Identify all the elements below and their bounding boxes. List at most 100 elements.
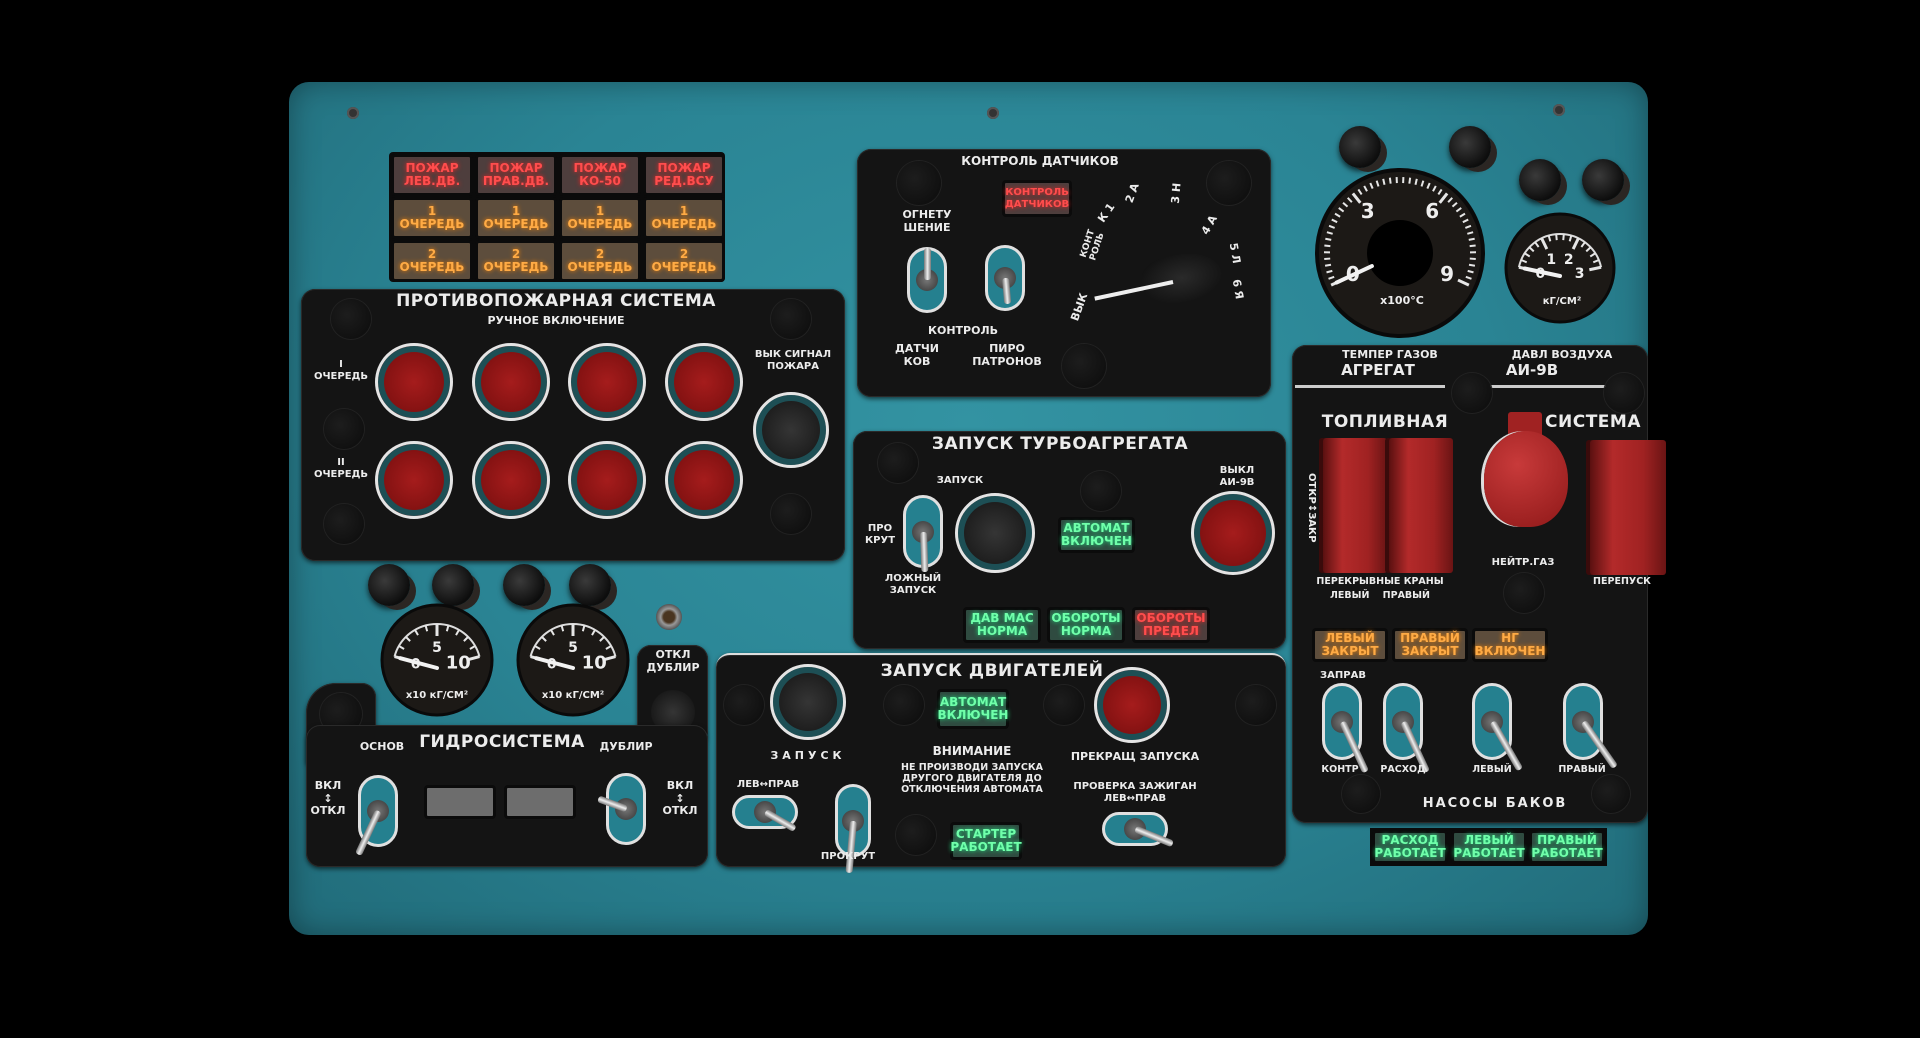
crank-label: ПРО КРУТ <box>864 523 896 546</box>
switch-label-consumption: РАСХОД <box>1380 764 1426 775</box>
apu-mode-toggle[interactable] <box>903 495 943 572</box>
fire-button-queue2-left-engine[interactable] <box>375 441 453 519</box>
gauge-tick <box>1426 182 1431 189</box>
lamp-knob <box>368 564 410 606</box>
right-shutoff-valve-guard[interactable] <box>1389 438 1453 573</box>
gauge-tick <box>1534 241 1540 248</box>
fuel-control-toggle[interactable] <box>1322 683 1369 773</box>
lamp-fire-ko50: ПОЖАР КО-50 <box>559 154 641 196</box>
fire-button-queue2-right-engine[interactable] <box>472 441 550 519</box>
fire-button-queue2-gearbox[interactable] <box>665 441 743 519</box>
mount-knob <box>324 409 364 449</box>
lamp-fire-left-engine: ПОЖАР ЛЕВ.ДВ. <box>391 154 473 196</box>
left-pump-toggle[interactable] <box>1472 683 1524 771</box>
fuel-label: ТОПЛИВНАЯ <box>1321 412 1449 432</box>
sensor-selector-knob[interactable] <box>1137 246 1227 310</box>
main-hydraulics-toggle[interactable] <box>355 775 398 856</box>
apu-start-panel: ЗАПУСК ТУРБОАГРЕГАТА ЗАПУСК ПРО КРУТ ЛОЖ… <box>853 431 1286 649</box>
sensors-label: ДАТЧИ КОВ <box>895 342 939 368</box>
gauge-tick <box>1334 212 1341 218</box>
gauge-tick-label: 2 <box>1564 252 1574 268</box>
gauge-tick <box>445 625 450 632</box>
fuel-system-panel: ТЕМПЕР ГАЗОВ АГРЕГАТ ДАВЛ ВОЗДУХА АИ-9В … <box>1292 345 1666 823</box>
gauge-tick <box>1469 244 1476 248</box>
gauge-tick <box>581 625 586 632</box>
gauge-tick <box>1382 178 1386 185</box>
lamp-queue2: 2 ОЧЕРЕДЬ <box>391 240 473 282</box>
gauge-tick <box>1589 252 1596 258</box>
hydraulics-title: ГИДРОСИСТЕМА <box>419 732 585 752</box>
manual-activation-label: РУЧНОЕ ВКЛЮЧЕНИЕ <box>487 314 625 327</box>
gauge-tick <box>405 636 411 642</box>
gauge-tick <box>1457 278 1470 287</box>
mount-knob <box>1604 373 1644 413</box>
apu-off-button[interactable] <box>1191 491 1275 575</box>
system-label: СИСТЕМА <box>1545 412 1641 432</box>
main-switch-label: ВКЛ ↕ ОТКЛ <box>310 779 346 818</box>
gauge-tick <box>1414 178 1418 185</box>
gauge-tick <box>1408 177 1412 184</box>
abort-start-label: ПРЕКРАЩ ЗАПУСКА <box>1070 750 1200 763</box>
gauge-tick <box>591 629 596 636</box>
backup-off-label: ОТКЛ ДУБЛИР <box>646 648 700 674</box>
gauge-tick <box>1342 201 1349 208</box>
ignition-test-toggle[interactable] <box>1102 812 1174 848</box>
mount-knob <box>896 815 936 855</box>
gauge-tick <box>414 629 419 636</box>
lamp-right-pump-running: ПРАВЫЙ РАБОТАЕТ <box>1529 830 1605 864</box>
bypass-valve-guard[interactable] <box>1590 440 1666 575</box>
consumption-pump-toggle[interactable] <box>1383 683 1430 773</box>
gauge-tick <box>1465 275 1472 280</box>
engine-start-button[interactable] <box>770 664 846 740</box>
fire-alarm-off-button[interactable] <box>753 392 829 468</box>
gauge-tick <box>1325 237 1332 241</box>
gauge-tick <box>1547 235 1552 242</box>
abort-start-button[interactable] <box>1094 667 1170 743</box>
sensor-test-toggle[interactable] <box>907 247 947 313</box>
gauge-tick <box>603 655 616 662</box>
sensor-control-panel: КОНТРОЛЬ ДАТЧИКОВ КОНТРОЛЬ ДАТЧИКОВ ОГНЕ… <box>857 149 1271 397</box>
fire-button-queue1-left-engine[interactable] <box>375 343 453 421</box>
gauge-tick <box>1568 235 1573 242</box>
apu-off-label: ВЫКЛ АИ-9В <box>1219 465 1255 488</box>
left-shutoff-valve-guard[interactable] <box>1323 438 1387 573</box>
gauge-tick <box>467 655 480 662</box>
fire-button-queue1-gearbox[interactable] <box>665 343 743 421</box>
mount-knob <box>1452 373 1492 413</box>
right-pump-toggle[interactable] <box>1563 683 1618 769</box>
fire-button-queue1-ko50[interactable] <box>568 343 646 421</box>
gauge-tick <box>469 645 476 650</box>
fire-button-queue1-right-engine[interactable] <box>472 343 550 421</box>
gauge-tick-label: 10 <box>446 652 471 673</box>
gauge-tick <box>534 645 541 650</box>
gauge-tick <box>463 636 469 642</box>
gauge-tick <box>1589 265 1602 272</box>
apu-start-button[interactable] <box>955 493 1035 573</box>
gauge-tick <box>1592 259 1600 264</box>
hydro-backup-pressure-gauge: x10 кГ/СМ² 0510 <box>516 603 630 717</box>
false-start-label: ЛОЖНЫЙ ЗАПУСК <box>884 573 942 596</box>
gauge-tick-label: 5 <box>432 640 442 656</box>
lamp-starter-running: СТАРТЕР РАБОТАЕТ <box>950 822 1022 860</box>
gauge-tick <box>1451 201 1458 208</box>
gauge-tick <box>1420 180 1425 187</box>
gauge-tick <box>1467 269 1474 274</box>
gauge-tick <box>1338 207 1345 213</box>
gauge-tick <box>550 629 555 636</box>
engine-crank-toggle[interactable] <box>835 784 871 873</box>
mount-knob <box>1062 344 1106 388</box>
gauge-tick <box>560 625 565 632</box>
fire-button-queue2-ko50[interactable] <box>568 441 646 519</box>
gauge-tick <box>1388 177 1392 184</box>
ai9v-label: АИ-9В <box>1505 361 1559 379</box>
engine-select-toggle[interactable] <box>732 795 798 833</box>
lamp-rpm-limit: ОБОРОТЫ ПРЕДЕЛ <box>1132 607 1210 643</box>
switch-label-left: ЛЕВЫЙ <box>1472 764 1512 775</box>
backup-hydraulics-toggle[interactable] <box>597 773 646 845</box>
neutral-gas-guard[interactable] <box>1484 431 1568 527</box>
gauge-tick <box>1528 246 1535 253</box>
gauge-tick <box>541 636 547 642</box>
gauge-tick <box>1437 188 1443 195</box>
warning-title: ВНИМАНИЕ <box>932 744 1012 758</box>
pyro-test-toggle[interactable] <box>985 245 1025 311</box>
